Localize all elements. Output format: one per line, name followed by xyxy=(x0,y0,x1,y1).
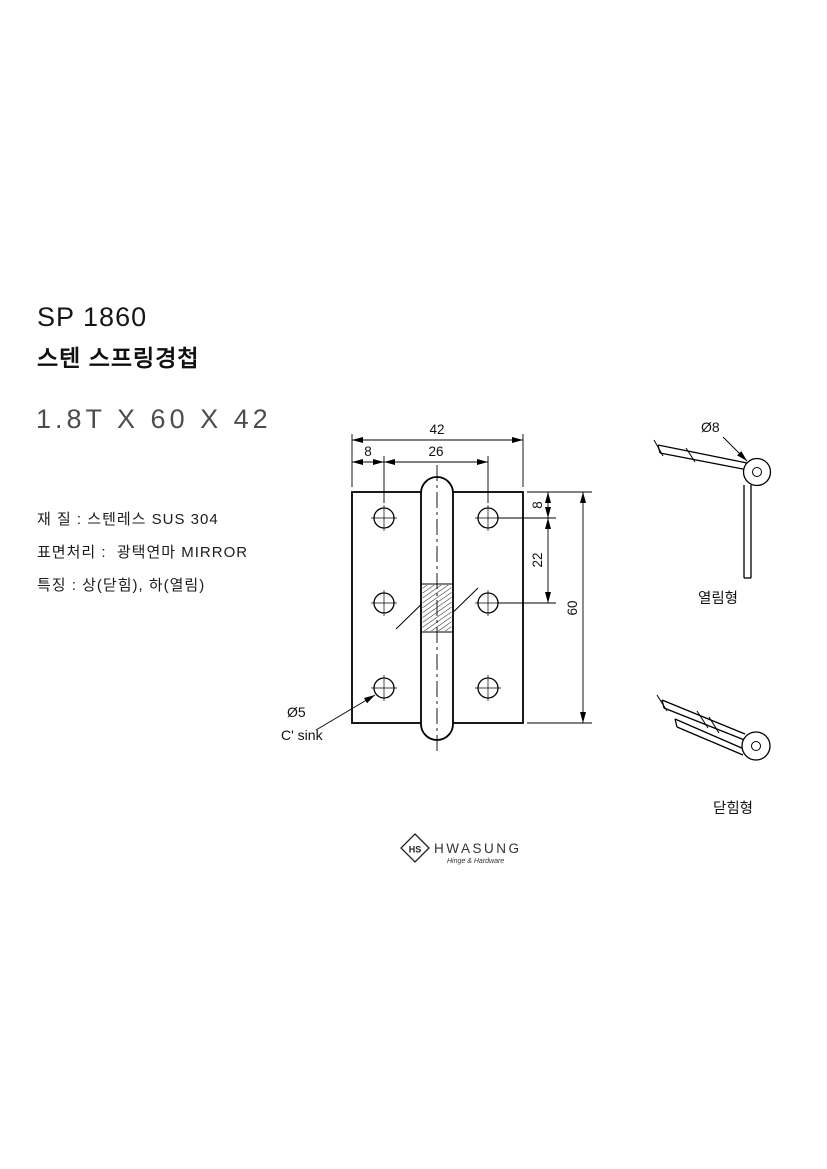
spring-arm-tick xyxy=(685,447,696,463)
spring-hook-tick xyxy=(656,694,668,712)
dim-hole-gap: 22 xyxy=(530,552,545,567)
spec-feature: 특징 : 상(닫힘), 하(열림) xyxy=(37,577,206,594)
pin-circle xyxy=(751,741,761,751)
pin-callout-leader xyxy=(722,436,748,462)
open-view-label: 열림형 xyxy=(698,590,738,607)
screw-hole xyxy=(475,675,501,701)
size-spec: 1.8T X 60 X 42 xyxy=(36,404,272,434)
dim-width-total: 42 xyxy=(429,422,444,437)
screw-hole xyxy=(371,505,397,531)
spec-material: 재 질 : 스텐레스 SUS 304 xyxy=(37,511,219,528)
company-logo: HS HWASUNG Hinge & Hardware xyxy=(400,833,522,865)
hole-callout-leader xyxy=(315,694,376,731)
logo-company-name: HWASUNG xyxy=(434,841,522,856)
callout-labels: Ø5 C' sink Ø8 xyxy=(281,419,720,743)
spring-hook-tick xyxy=(653,439,664,457)
dimension-labels: 42 8 26 8 22 60 xyxy=(364,422,580,616)
knuckle-circle xyxy=(742,457,772,487)
product-name: 스텐 스프링경첩 xyxy=(37,345,200,371)
hole-diameter-label: Ø5 xyxy=(287,704,306,720)
logo-monogram: HS xyxy=(409,845,422,855)
logo-diamond-icon xyxy=(400,833,430,863)
spring-arm-tick xyxy=(696,710,709,729)
screw-hole xyxy=(475,505,501,531)
spring-arm-tick xyxy=(708,716,720,734)
screw-hole xyxy=(371,590,397,616)
closed-type-side-view xyxy=(656,694,771,761)
hinge-front-view xyxy=(351,465,524,751)
dim-edge-offset: 8 xyxy=(364,444,372,459)
open-type-side-view xyxy=(653,439,772,579)
pin-circle xyxy=(752,467,762,477)
closed-view-label: 닫힘형 xyxy=(713,800,753,817)
dimension-lines xyxy=(315,434,748,731)
spec-surface: 표면처리 : 광택연마 MIRROR xyxy=(37,544,249,561)
dim-top-offset: 8 xyxy=(530,501,545,509)
view-labels: 열림형 닫힘형 xyxy=(698,590,753,817)
pin-diameter-label: Ø8 xyxy=(701,419,720,435)
logo-tagline: Hinge & Hardware xyxy=(447,858,504,865)
screw-hole xyxy=(371,675,397,701)
screw-hole xyxy=(475,590,501,616)
countersink-label: C' sink xyxy=(281,727,324,743)
knuckle-circle xyxy=(741,731,771,761)
dim-hole-span: 26 xyxy=(428,444,443,459)
product-code: SP 1860 xyxy=(37,302,148,332)
dim-height-total: 60 xyxy=(565,600,580,615)
